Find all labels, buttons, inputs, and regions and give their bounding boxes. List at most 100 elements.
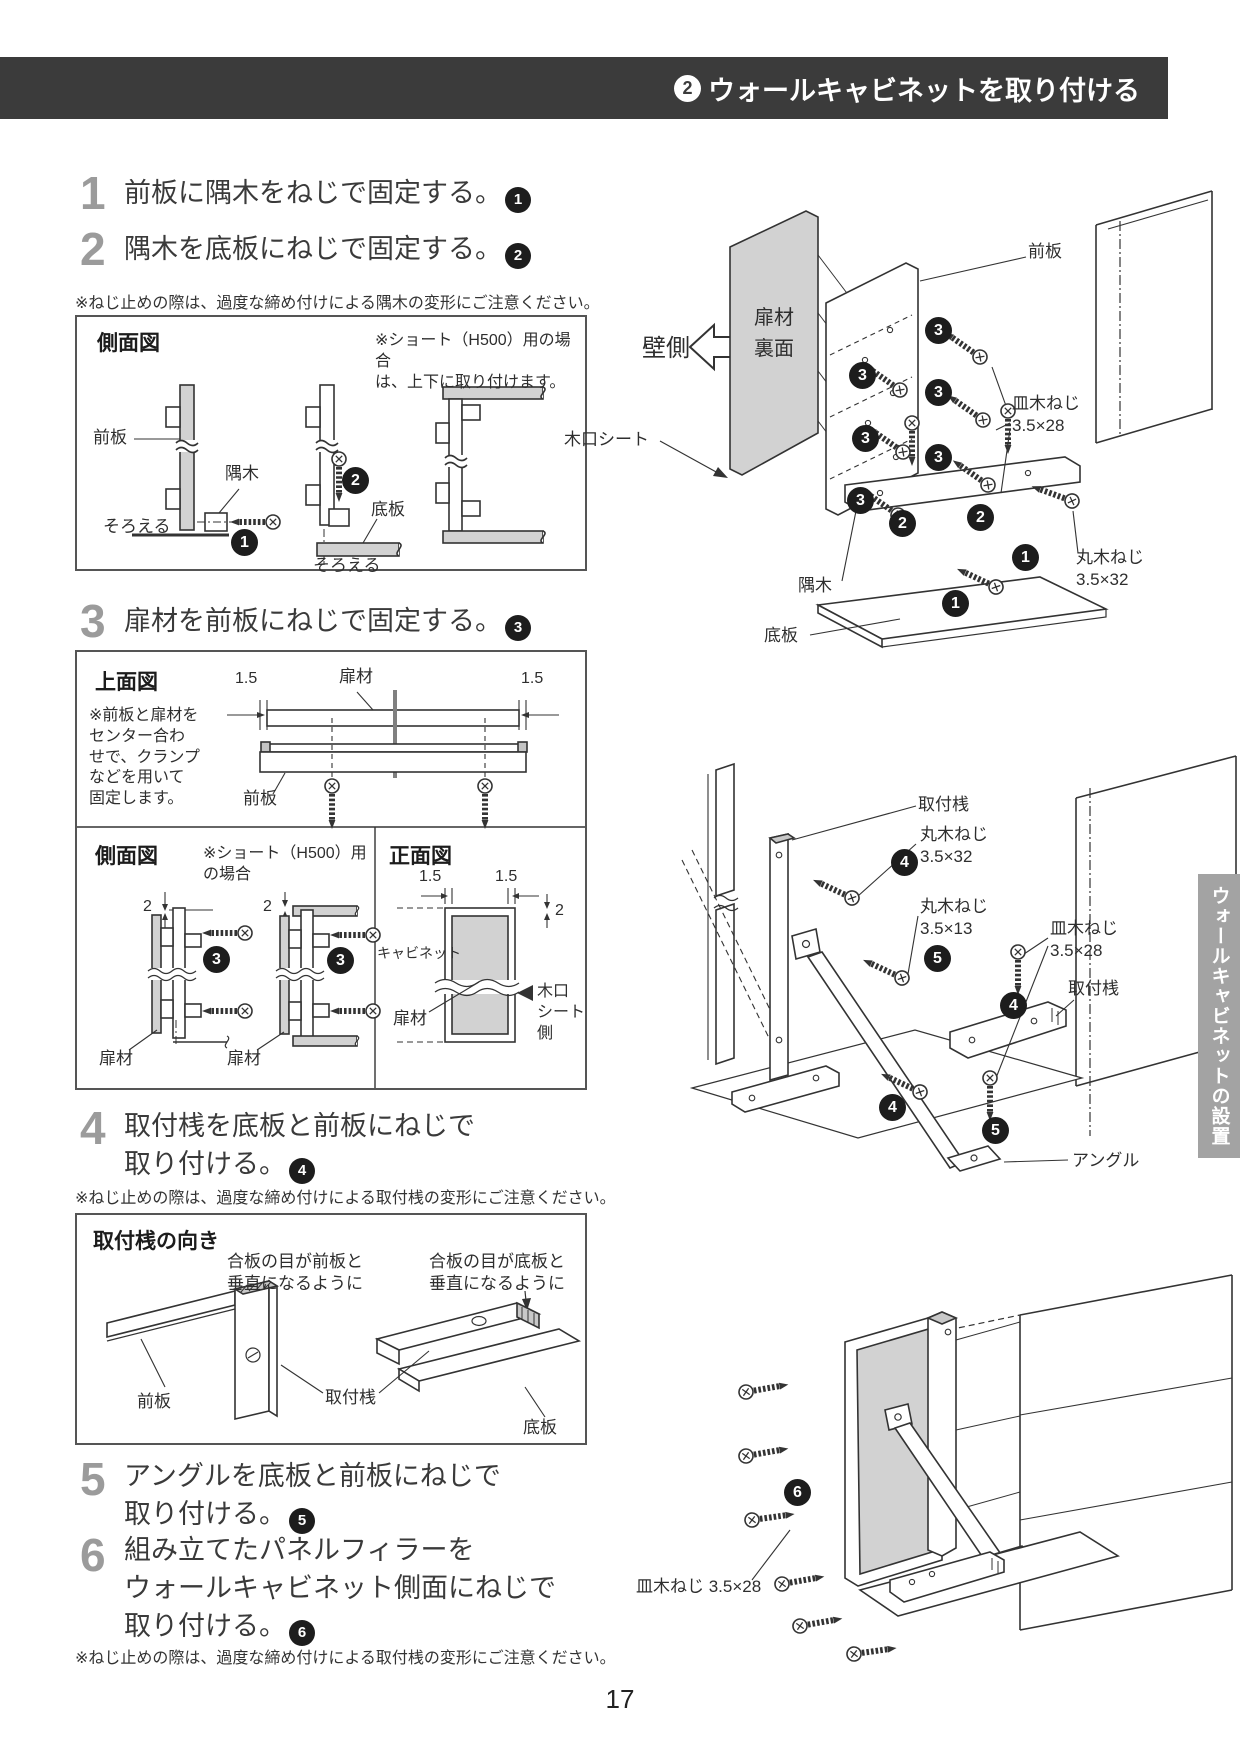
page-number: 17 <box>605 1684 635 1714</box>
label-rail: 取付桟 <box>325 1388 376 1407</box>
step-6-badge: 6 <box>289 1620 315 1646</box>
section-side-tab-label: ウォールキャビネットの設置 <box>1208 886 1230 1146</box>
step-6-line2: ウォールキャビネット側面にねじで <box>124 1573 556 1603</box>
label-door-front: 扉材 <box>393 1009 427 1028</box>
step-4-line1: 取付桟を底板と前板にねじで <box>124 1111 475 1141</box>
box3-title: 取付桟の向き <box>93 1230 219 1253</box>
step-6-line3-label: 取り付ける。 <box>124 1611 286 1641</box>
screw-icon <box>810 873 861 907</box>
step-3-number: 3 <box>80 595 106 647</box>
label-door-1: 扉材 <box>99 1049 133 1068</box>
label-edge-sheet-side: 木口 シート側 <box>537 983 586 1042</box>
label-align-2: そろえる <box>313 556 381 575</box>
marker-3: 3 <box>327 947 354 974</box>
marker-1: 1 <box>942 590 969 617</box>
screw-icon <box>860 953 911 987</box>
dim-front-top: 2 <box>555 902 564 919</box>
box2-side-title: 側面図 <box>95 845 158 868</box>
marker-2: 2 <box>342 467 369 494</box>
step-4-badge: 4 <box>289 1158 315 1184</box>
step-5-line1: アングルを底板と前板にねじで <box>124 1461 501 1491</box>
screw-icon <box>202 1004 252 1018</box>
marker-3: 3 <box>925 317 952 344</box>
step-4-line2: 取り付ける。4 <box>124 1148 315 1184</box>
side-view-drawing <box>132 384 546 565</box>
marker-3: 3 <box>847 487 874 514</box>
label-flat-screw: 皿木ねじ 3.5×28 <box>1050 919 1118 961</box>
screw-icon <box>738 1378 790 1400</box>
step-4-number: 4 <box>80 1102 106 1154</box>
marker-5: 5 <box>982 1117 1009 1144</box>
step-1-text-label: 前板に隅木をねじで固定する。 <box>124 178 502 208</box>
step-4-line2-label: 取り付ける。 <box>124 1149 286 1179</box>
dim-front-left: 1.5 <box>419 868 442 885</box>
note-after-step4: ※ねじ止めの際は、過度な締め付けによる取付桟の変形にご注意ください。 <box>75 1190 616 1207</box>
marker-4: 4 <box>879 1094 906 1121</box>
marker-5: 5 <box>924 945 951 972</box>
marker-1: 1 <box>231 529 258 556</box>
label-door: 扉材 <box>339 667 373 686</box>
box-door-fixing: 上面図 ※前板と扉材を センター合わ せで、クランプ などを用いて 固定します。… <box>75 650 587 1090</box>
label-edge-sheet: 木口シート <box>564 430 649 449</box>
box3-caption-2: 合板の目が底板と 垂直になるように <box>429 1252 565 1294</box>
header-step-badge: 2 <box>674 74 701 102</box>
screw-icon <box>774 1570 826 1592</box>
section-side-tab: ウォールキャビネットの設置 <box>1198 874 1240 1158</box>
screw-icon <box>330 1004 380 1018</box>
marker-1: 1 <box>1012 544 1039 571</box>
diagram-assembly-3: 皿木ねじ 3.5×28 6 <box>560 1230 1240 1680</box>
box2-title: 上面図 <box>95 671 158 694</box>
screw-icon <box>202 926 252 940</box>
screw-icon <box>478 779 492 829</box>
label-cabinet: キャビネット <box>377 945 461 961</box>
box2-front-title: 正面図 <box>389 845 452 868</box>
step-2-text: 隅木を底板にねじで固定する。2 <box>124 233 531 269</box>
screw-icon <box>846 1641 897 1662</box>
box2-side-note: ※ショート（H500）用 の場合 <box>203 845 367 883</box>
screw-icon <box>330 928 380 942</box>
label-front: 前板 <box>243 789 277 808</box>
label-flat-screw: 皿木ねじ 3.5×28 <box>1012 394 1080 436</box>
label-round-screw-13: 丸木ねじ 3.5×13 <box>920 897 988 939</box>
dim-2a: 2 <box>143 898 152 915</box>
step-1-badge: 1 <box>505 187 531 213</box>
rail-direction-drawing <box>106 1279 582 1421</box>
step-1-text: 前板に隅木をねじで固定する。1 <box>124 177 531 213</box>
step-5-line2-label: 取り付ける。 <box>124 1499 286 1529</box>
note-after-step2: ※ねじ止めの際は、過度な締め付けによる隅木の変形にご注意ください。 <box>75 295 600 312</box>
label-round-screw-32: 丸木ねじ 3.5×32 <box>920 825 988 867</box>
marker-3: 3 <box>849 362 876 389</box>
marker-3: 3 <box>852 425 879 452</box>
step-2-number: 2 <box>80 223 106 275</box>
assembly-drawing-3 <box>560 1274 1233 1680</box>
step-6-line1: 組み立てたパネルフィラーを <box>124 1535 475 1565</box>
label-door-2: 扉材 <box>227 1049 261 1068</box>
box1-note: ※ショート（H500）用の場合 は、上下に取り付けます。 <box>375 332 571 391</box>
screw-icon <box>744 1507 795 1528</box>
box1-title: 側面図 <box>97 332 160 355</box>
marker-3: 3 <box>925 379 952 406</box>
step-6-line3: 取り付ける。6 <box>124 1610 315 1646</box>
page-title: ウォールキャビネットを取り付ける <box>708 75 1140 106</box>
screw-icon <box>325 779 339 829</box>
label-wall-side: 壁側 <box>642 335 690 362</box>
dim-right: 1.5 <box>521 670 544 687</box>
screw-icon <box>230 515 280 529</box>
step-5-line2: 取り付ける。5 <box>124 1498 315 1534</box>
box2-note: ※前板と扉材を センター合わ せで、クランプ などを用いて 固定します。 <box>89 707 200 808</box>
label-corner-block: 隅木 <box>225 464 259 483</box>
step-3-badge: 3 <box>505 615 531 641</box>
marker-6: 6 <box>784 1479 811 1506</box>
marker-3: 3 <box>203 946 230 973</box>
step-3-text-label: 扉材を前板にねじで固定する。 <box>124 606 502 636</box>
label-rail-right: 取付桟 <box>1068 979 1119 998</box>
step-2-text-label: 隅木を底板にねじで固定する。 <box>124 234 502 264</box>
step-6-number: 6 <box>80 1529 106 1581</box>
screw-icon <box>738 1442 790 1464</box>
dim-left: 1.5 <box>235 670 258 687</box>
label-bottom-board: 底板 <box>371 500 405 519</box>
box-side-view: 側面図 ※ショート（H500）用の場合 は、上下に取り付けます。 前板 隅木 そ… <box>75 315 587 575</box>
marker-2: 2 <box>967 504 994 531</box>
label-align-1: そろえる <box>103 517 171 536</box>
